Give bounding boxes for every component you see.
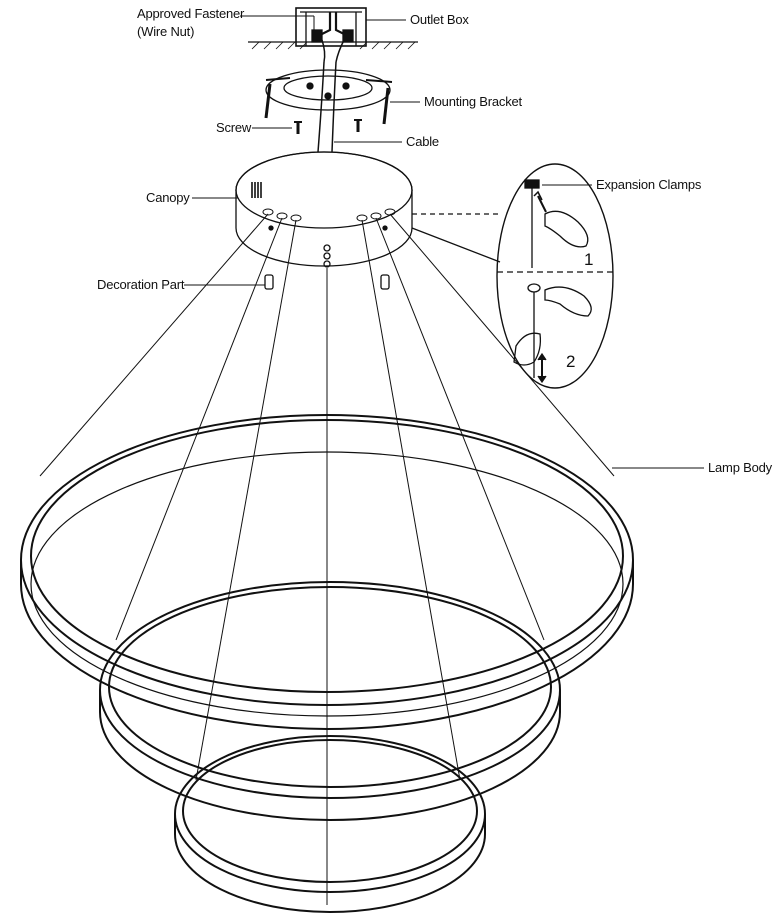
screw-icons: [294, 119, 362, 134]
mounting-bracket: [264, 69, 393, 125]
decoration-parts: [264, 274, 390, 290]
outlet-box: [295, 7, 367, 63]
expansion-clamp-inset: [411, 163, 614, 389]
ring-middle: [99, 581, 561, 821]
mounting-bracket-label: Mounting Bracket: [424, 94, 522, 109]
ring-large: [20, 414, 634, 730]
cable: [317, 61, 337, 153]
wire-nut-label: (Wire Nut): [137, 24, 195, 39]
screw-label: Screw: [216, 120, 252, 135]
step-1-label: 1: [584, 250, 594, 269]
canopy: [235, 151, 413, 268]
cable-label: Cable: [406, 134, 439, 149]
approved-fastener-label: Approved Fastener: [137, 6, 245, 21]
canopy-label: Canopy: [146, 190, 190, 205]
ring-small: [174, 735, 486, 913]
leader-lines: [184, 15, 704, 469]
step-2-label: 2: [566, 352, 576, 371]
expansion-clamps-label: Expansion Clamps: [596, 177, 702, 192]
outlet-box-label: Outlet Box: [410, 12, 469, 27]
suspension-wires: [39, 213, 615, 905]
decoration-part-label: Decoration Part: [97, 277, 185, 292]
lamp-body-label: Lamp Body: [708, 460, 772, 475]
